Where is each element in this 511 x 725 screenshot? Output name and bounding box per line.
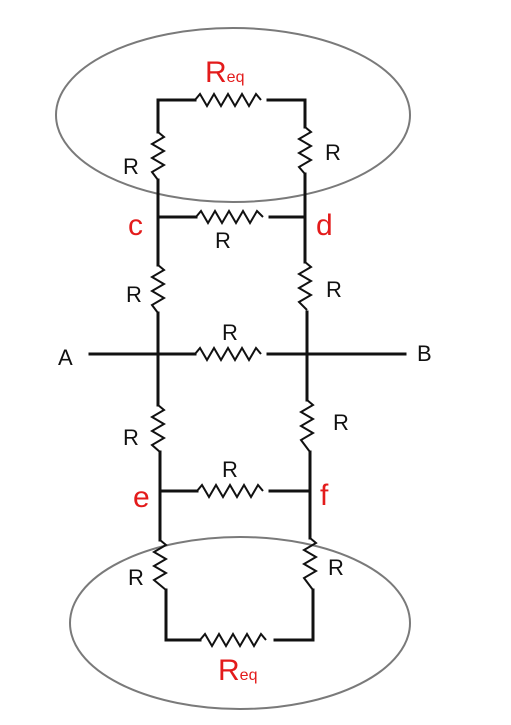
node-f-label: f (320, 479, 329, 512)
req-label-bottom: Req (218, 654, 257, 687)
node-c-label: c (128, 209, 143, 242)
r-label-left-lower: R (123, 425, 139, 450)
req-label-bottom-sub: eq (240, 667, 258, 684)
top-equivalent-ellipse (55, 27, 411, 203)
r-label-ef: R (222, 457, 238, 482)
resistor-ef (196, 483, 264, 499)
resistor-ab (194, 346, 262, 362)
req-label-top-main: R (205, 56, 227, 89)
terminal-a-label: A (58, 345, 73, 370)
node-e-label: e (133, 481, 150, 514)
resistors (150, 92, 318, 648)
terminal-b-label: B (417, 341, 432, 366)
resistor-bottom-right (302, 537, 318, 591)
wires (88, 98, 407, 642)
resistor-cd (195, 209, 264, 225)
resistor-bottom-left (152, 539, 168, 591)
r-label-bottom-left: R (128, 565, 144, 590)
resistor-labels: R R R R R R R R R R R (123, 140, 349, 590)
resistor-top-left (150, 131, 166, 181)
bottom-equivalent-ellipse (69, 536, 411, 710)
resistor-left-lower (150, 404, 166, 453)
resistor-left-upper (150, 264, 166, 314)
r-label-left-upper: R (126, 282, 142, 307)
r-label-top-left: R (123, 154, 139, 179)
r-label-top-right: R (325, 140, 341, 165)
resistor-right-lower (299, 399, 315, 453)
req-label-bottom-main: R (218, 654, 240, 687)
resistor-right-upper (297, 261, 313, 311)
r-label-right-upper: R (326, 277, 342, 302)
r-label-right-lower: R (333, 410, 349, 435)
resistor-bottom-req (199, 632, 267, 648)
resistor-top-req (194, 92, 262, 108)
r-label-bottom-right: R (328, 555, 344, 580)
r-label-cd: R (215, 228, 231, 253)
req-label-top-sub: eq (227, 69, 245, 86)
r-label-ab: R (222, 320, 238, 345)
req-label-top: Req (205, 56, 244, 89)
node-d-label: d (316, 209, 333, 242)
resistor-top-right (297, 126, 313, 175)
